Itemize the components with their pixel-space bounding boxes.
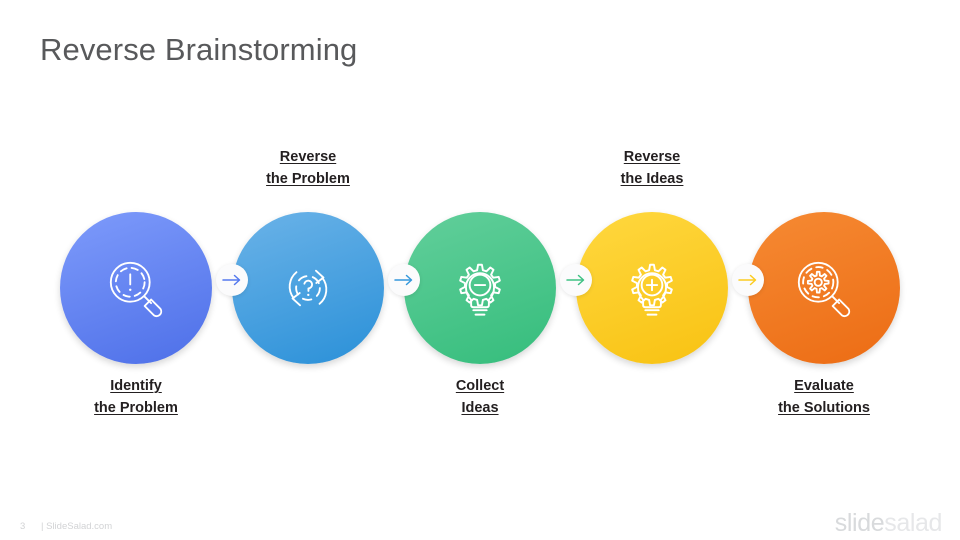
arrow-right-icon [566, 274, 586, 286]
step-label-line1: Collect [455, 378, 505, 394]
process-step-identify-the-problem[interactable]: Identify the Problem [60, 212, 212, 416]
footer-site-label: | SlideSalad.com [41, 521, 113, 532]
page-title: Reverse Brainstorming [40, 32, 358, 67]
connector-3 [560, 264, 592, 296]
step-label-line2: the Problem [94, 399, 178, 416]
step-circle-collect-ideas[interactable] [404, 212, 556, 364]
bulb-gear-minus-icon [443, 251, 517, 325]
connector-2 [388, 264, 420, 296]
circular-arrows-question-icon [272, 252, 344, 324]
step-label-line1: Identify [110, 378, 162, 394]
logo-text-salad: salad [884, 509, 942, 537]
step-label-evaluate-the-solutions: Evaluate the Solutions [704, 376, 944, 419]
arrow-right-icon [394, 274, 414, 286]
step-label-line1: Reverse [623, 149, 681, 165]
bulb-gear-plus-icon [615, 251, 689, 325]
step-label-line2: Ideas [461, 399, 499, 416]
step-circle-identify-the-problem[interactable] [60, 212, 212, 364]
step-label-line2: the Solutions [778, 399, 870, 416]
process-step-evaluate-the-solutions[interactable]: Evaluate the Solutions [748, 212, 900, 416]
connector-1 [216, 264, 248, 296]
connector-4 [732, 264, 764, 296]
step-label-line2: the Problem [266, 170, 350, 187]
step-label-identify-the-problem: Identify the Problem [16, 376, 256, 419]
step-circle-reverse-the-problem[interactable] [232, 212, 384, 364]
process-step-reverse-the-ideas[interactable]: Reverse the Ideas [576, 149, 728, 364]
step-circle-reverse-the-ideas[interactable] [576, 212, 728, 364]
arrow-right-icon [738, 274, 758, 286]
process-step-reverse-the-problem[interactable]: Reverse the Problem [232, 149, 384, 364]
arrow-right-icon [222, 274, 242, 286]
logo-text-slide: slide [834, 509, 885, 537]
magnifier-exclamation-icon [100, 252, 172, 324]
step-label-reverse-the-ideas: Reverse the Ideas [532, 147, 772, 190]
step-label-reverse-the-problem: Reverse the Problem [188, 147, 428, 190]
slidesalad-logo: slidesalad [834, 509, 943, 538]
magnifier-gear-icon [788, 252, 860, 324]
step-label-line2: the Ideas [620, 170, 684, 187]
step-label-line1: Evaluate [794, 378, 854, 394]
footer-page-number: 3 [20, 521, 26, 532]
step-circle-evaluate-the-solutions[interactable] [748, 212, 900, 364]
step-label-line1: Reverse [279, 149, 337, 165]
